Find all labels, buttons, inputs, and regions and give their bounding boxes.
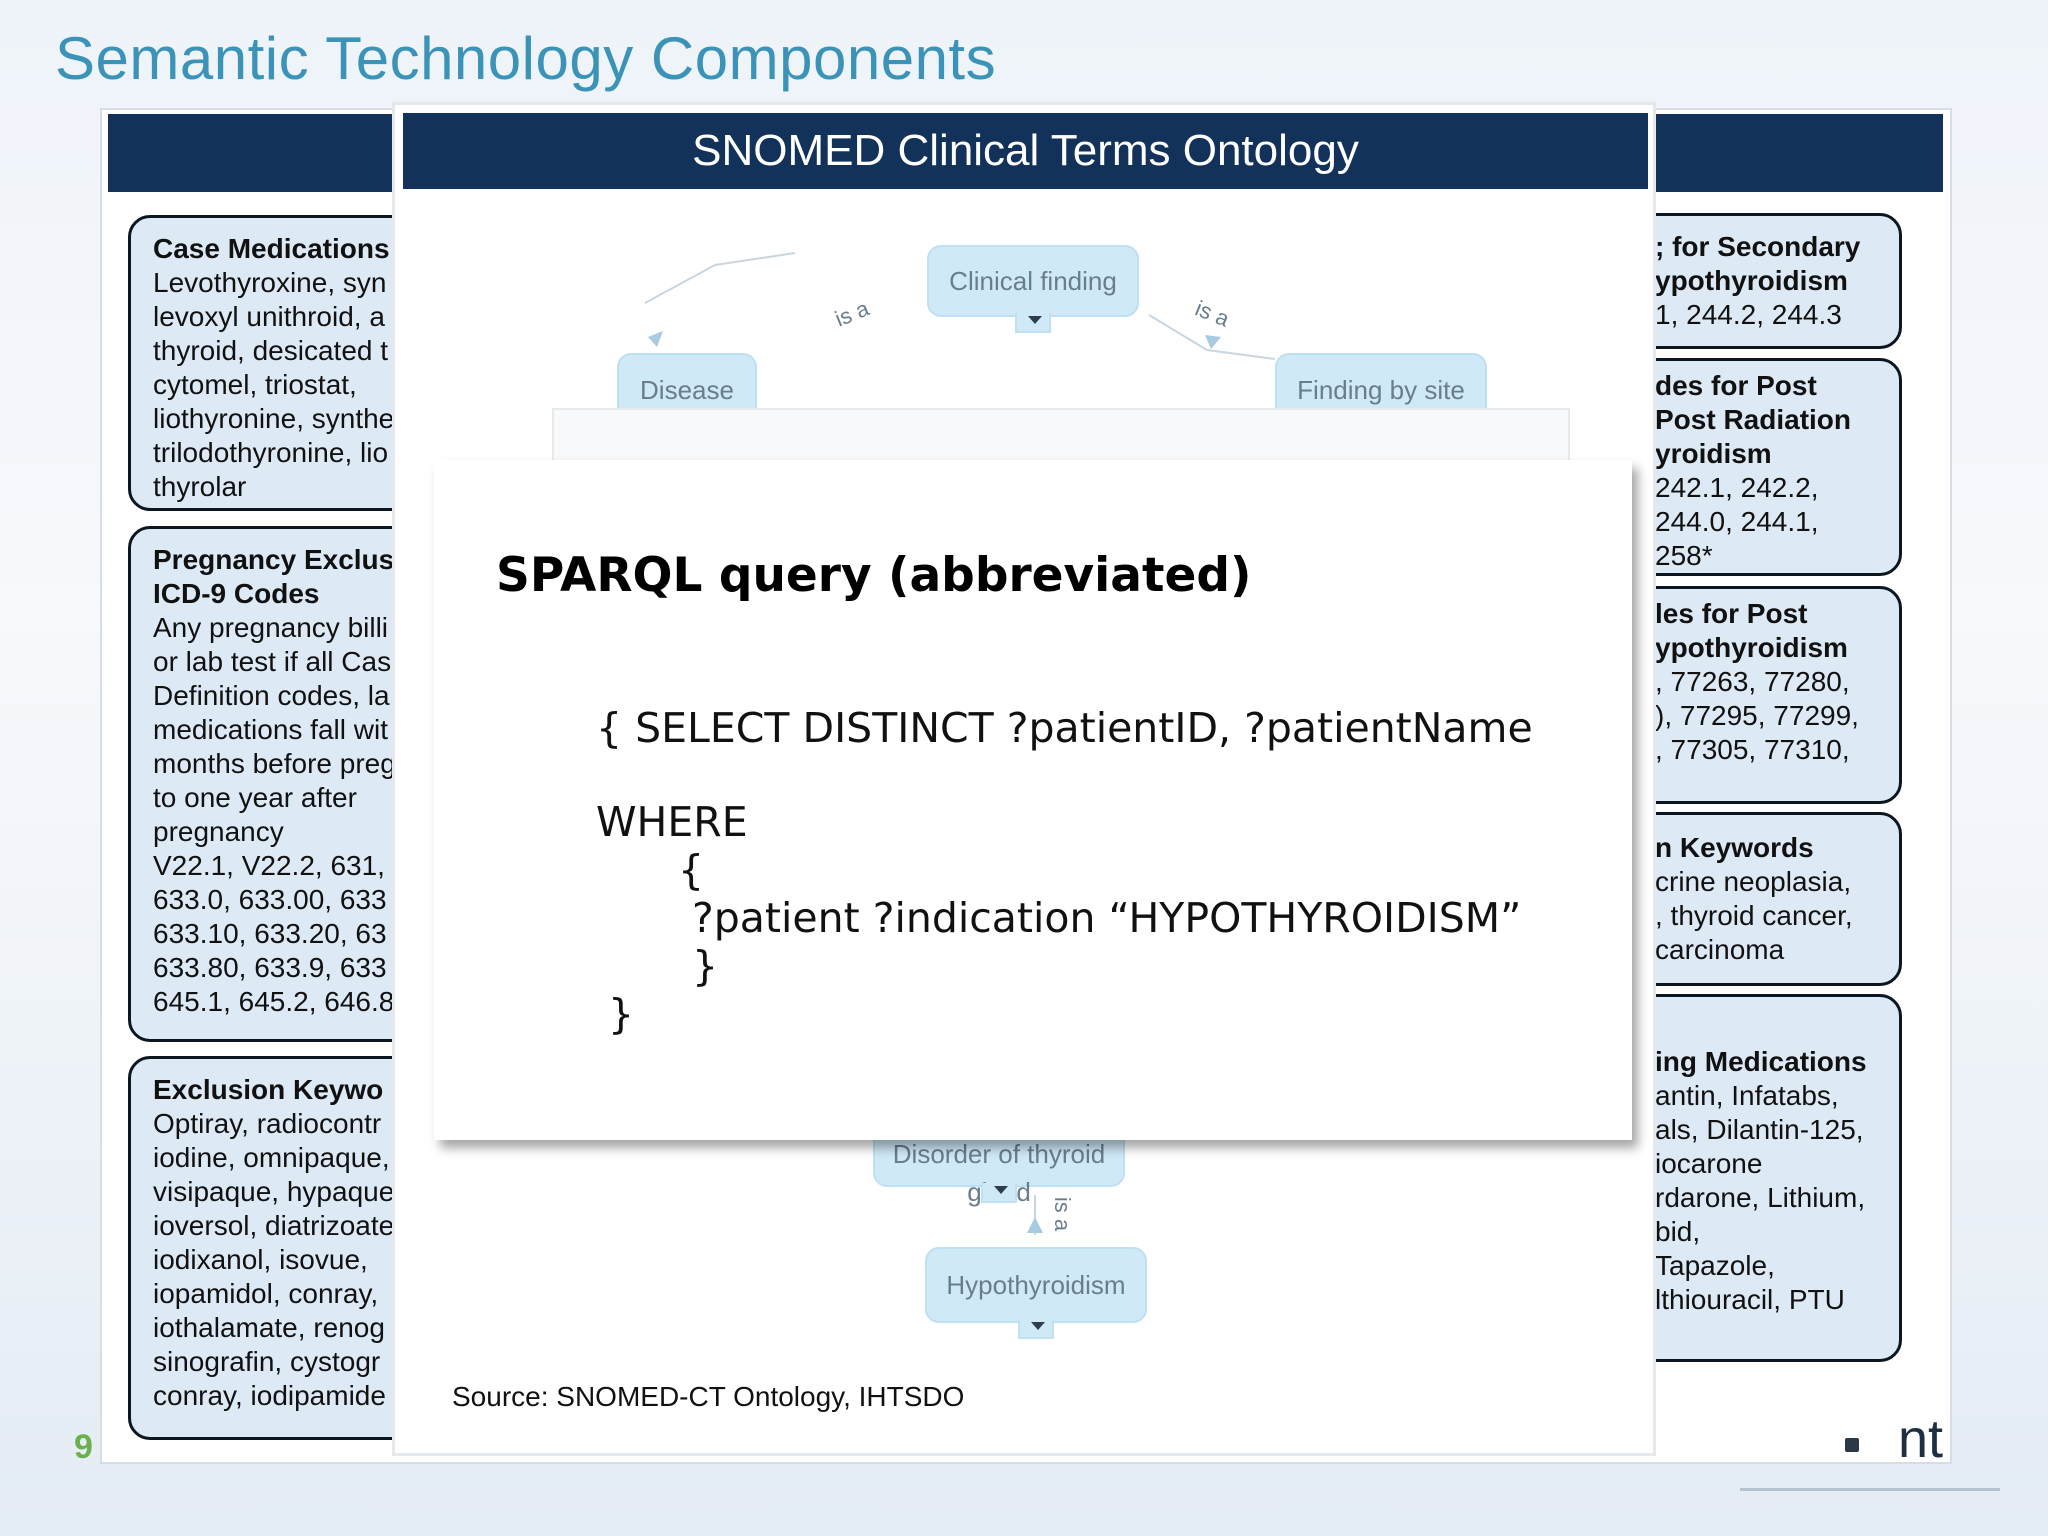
- query-line-pattern: ?patient ?indication “HYPOTHYROIDISM”: [692, 894, 1522, 942]
- secondary-hypothyroidism-box: ; for Secondary ypothyroidism 1, 244.2, …: [1600, 213, 1902, 349]
- query-line-final-brace: }: [608, 990, 635, 1038]
- node-label: Disease: [640, 375, 734, 405]
- case-medications-box: Case Medications Levothyroxine, syn levo…: [128, 215, 428, 511]
- clinical-finding-node: Clinical finding: [927, 245, 1139, 333]
- hidden-window-strip: [552, 408, 1570, 470]
- box-title: n Keywords: [1655, 832, 1814, 863]
- is-a-arrowhead-left: [648, 331, 663, 347]
- is-a-arrowhead-bottom: [1027, 1217, 1043, 1233]
- box-body: crine neoplasia, , thyroid cancer, carci…: [1655, 866, 1853, 965]
- snomed-header: SNOMED Clinical Terms Ontology: [403, 113, 1648, 189]
- company-logo-text: nt: [1898, 1409, 1944, 1469]
- exclusion-keywords-box: Exclusion Keywo Optiray, radiocontr iodi…: [128, 1056, 428, 1440]
- hypothyroidism-node: Hypothyroidism: [925, 1247, 1147, 1339]
- slide-title: Semantic Technology Components: [55, 25, 997, 92]
- box-body: 1, 244.2, 244.3: [1655, 299, 1842, 330]
- chevron-down-icon: [981, 1183, 1017, 1203]
- pregnancy-exclusion-box: Pregnancy Exclus ICD-9 Codes Any pregnan…: [128, 526, 428, 1042]
- source-citation: Source: SNOMED-CT Ontology, IHTSDO: [452, 1381, 965, 1412]
- sparql-query-card: SPARQL query (abbreviated) { SELECT DIST…: [434, 460, 1632, 1140]
- query-line-open-brace: {: [678, 846, 705, 894]
- logo-underline: [1740, 1488, 2000, 1491]
- box-body: 242.1, 242.2, 244.0, 244.1, 258*: [1655, 472, 1819, 571]
- box-title: les for Post ypothyroidism: [1655, 598, 1848, 663]
- box-body: antin, Infatabs, als, Dilantin-125, ioca…: [1655, 1080, 1866, 1315]
- box-title: des for Post Post Radiation yroidism: [1655, 370, 1852, 469]
- box-title: ing Medications: [1655, 1046, 1867, 1077]
- box-body: Any pregnancy billi or lab test if all C…: [153, 612, 396, 1017]
- box-title: ; for Secondary ypothyroidism: [1655, 231, 1861, 296]
- query-line-close-brace: }: [692, 942, 719, 990]
- sparql-title: SPARQL query (abbreviated): [496, 548, 1252, 603]
- query-line-select: { SELECT DISTINCT ?patientID, ?patientNa…: [596, 704, 1533, 752]
- box-body: Levothyroxine, syn levoxyl unithroid, a …: [153, 267, 395, 502]
- logo-mark: [1845, 1438, 1859, 1452]
- box-body: , 77263, 77280, ), 77295, 77299, , 77305…: [1655, 666, 1859, 765]
- slide-number: 9: [74, 1428, 93, 1466]
- box-title: Pregnancy Exclus ICD-9 Codes: [153, 544, 395, 609]
- node-label: Clinical finding: [949, 266, 1117, 296]
- chevron-down-icon: [1018, 1319, 1054, 1339]
- box-title: Case Medications: [153, 233, 390, 264]
- ontology-edges: [644, 252, 1276, 1235]
- query-line-where: WHERE: [596, 798, 748, 846]
- disorder-of-thyroid-gland-node: Disorder of thyroid gland: [873, 1135, 1125, 1207]
- node-label: Hypothyroidism: [946, 1270, 1126, 1300]
- node-label: Finding by site: [1297, 375, 1465, 405]
- box-title: Exclusion Keywo: [153, 1074, 384, 1105]
- is-a-arrowhead-right: [1205, 335, 1221, 349]
- box-body: Optiray, radiocontr iodine, omnipaque, v…: [153, 1108, 395, 1411]
- is-a-label-bottom: is a: [1050, 1196, 1076, 1232]
- chevron-down-icon: [1015, 313, 1051, 333]
